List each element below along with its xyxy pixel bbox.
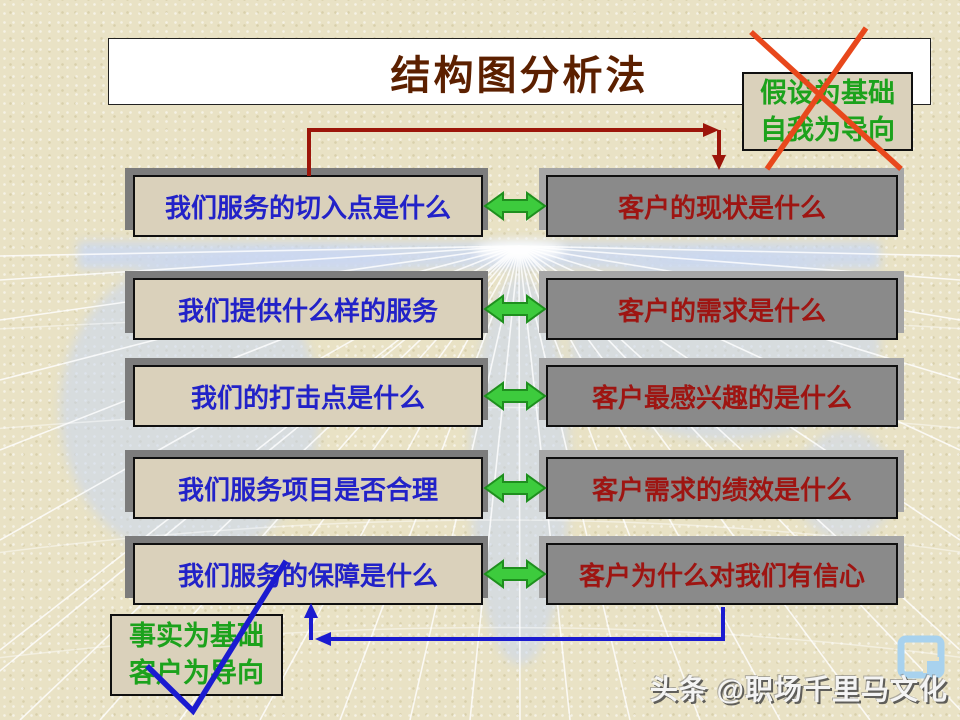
left-box-2: 我们提供什么样的服务 bbox=[133, 278, 483, 340]
double-arrow-icon bbox=[483, 381, 547, 411]
top-feedback-arrow bbox=[307, 123, 726, 176]
left-box-4-label: 我们服务项目是否合理 bbox=[177, 475, 438, 506]
fact-line1: 事实为基础 bbox=[129, 621, 264, 652]
left-box-2-label: 我们提供什么样的服务 bbox=[177, 296, 438, 327]
right-box-5: 客户为什么对我们有信心 bbox=[546, 543, 898, 605]
right-box-2-label: 客户的需求是什么 bbox=[617, 296, 826, 327]
left-box-4: 我们服务项目是否合理 bbox=[133, 457, 483, 519]
left-box-1: 我们服务的切入点是什么 bbox=[133, 175, 483, 237]
double-arrow-icon bbox=[483, 294, 547, 324]
right-box-2: 客户的需求是什么 bbox=[546, 278, 898, 340]
assumption-note: 假设为基础 自我为导向 bbox=[742, 72, 913, 151]
page-title: 结构图分析法 bbox=[390, 51, 649, 99]
right-box-4-label: 客户需求的绩效是什么 bbox=[591, 475, 852, 506]
left-box-3-label: 我们的打击点是什么 bbox=[190, 383, 425, 414]
assumption-line1: 假设为基础 bbox=[760, 77, 895, 109]
right-box-5-label: 客户为什么对我们有信心 bbox=[578, 561, 865, 592]
fact-note: 事实为基础 客户为导向 bbox=[110, 614, 283, 696]
right-box-4: 客户需求的绩效是什么 bbox=[546, 457, 898, 519]
toutiao-logo-icon bbox=[897, 635, 945, 679]
right-box-3-label: 客户最感兴趣的是什么 bbox=[591, 383, 852, 414]
double-arrow-icon bbox=[483, 473, 547, 503]
bottom-feedback-arrow bbox=[304, 603, 725, 646]
fact-line2: 客户为导向 bbox=[129, 658, 264, 689]
left-box-5-label: 我们服务的保障是什么 bbox=[177, 561, 438, 592]
double-arrow-icon bbox=[483, 559, 547, 589]
left-box-1-label: 我们服务的切入点是什么 bbox=[164, 193, 451, 224]
left-box-5: 我们服务的保障是什么 bbox=[133, 543, 483, 605]
watermark-text: 头条 @职场千里马文化 bbox=[649, 674, 948, 705]
left-box-3: 我们的打击点是什么 bbox=[133, 365, 483, 427]
right-box-3: 客户最感兴趣的是什么 bbox=[546, 365, 898, 427]
right-box-1: 客户的现状是什么 bbox=[546, 175, 898, 237]
right-box-1-label: 客户的现状是什么 bbox=[617, 193, 826, 224]
double-arrow-icon bbox=[483, 191, 547, 221]
assumption-line2: 自我为导向 bbox=[760, 114, 895, 146]
